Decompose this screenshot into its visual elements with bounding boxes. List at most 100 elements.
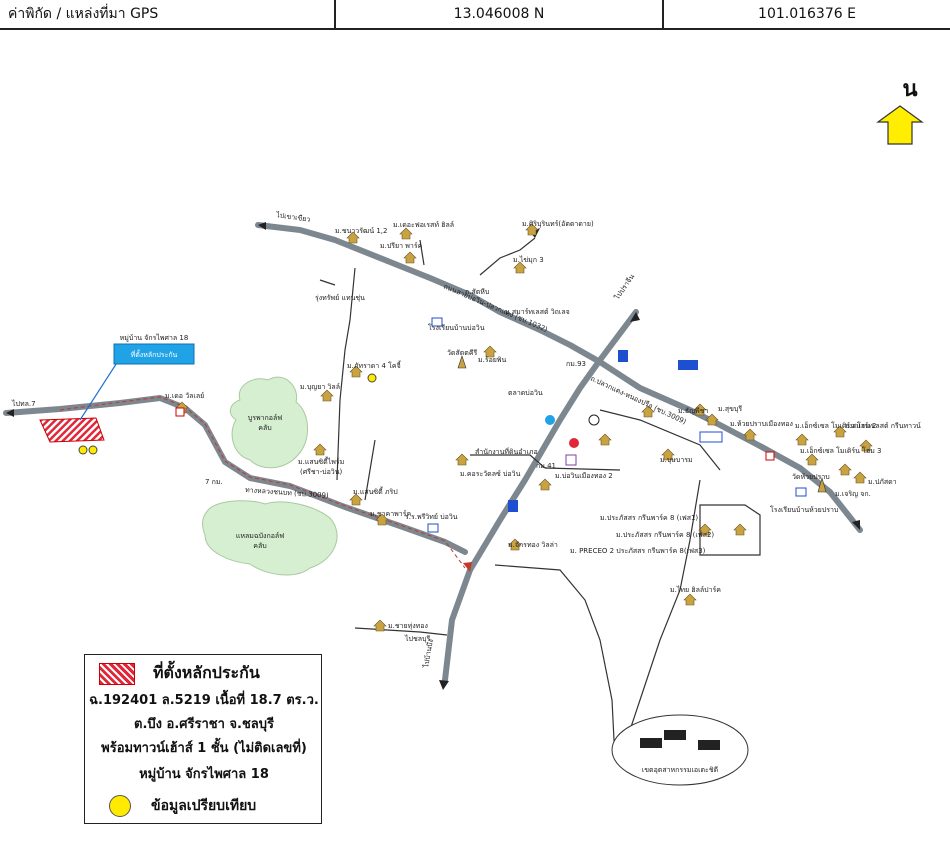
label-chokchai: ม.เดอ วัลเลย์ — [165, 392, 204, 400]
golf-label-1: บูรพากอล์ฟ — [248, 414, 282, 422]
label-sirisak: ม.แสนซิตี้ไพร์ม — [298, 455, 344, 466]
north-label: น — [902, 77, 917, 102]
house-icon — [598, 433, 612, 446]
label-bueng4: ม.ภัทราดา 4 โคจี้ — [347, 359, 402, 370]
label-pratthat8b: ม.ประภัสสร กรีนพาร์ค 8 (เฟส2) — [616, 531, 714, 539]
road-3009 — [3, 395, 468, 555]
gps-label: ค่าพิกัด / แหล่งที่มา GPS — [8, 6, 159, 22]
label-bowin-gold: ม.บ่อวินเมืองทอง 2 — [555, 472, 613, 480]
callout-title: หมู่บ้าน จักรไพศาล 18 — [120, 333, 189, 342]
label-to-hwy7-road: ถ.สัตหีบ — [465, 288, 489, 296]
label-khao-village: ม.เดอะฟอเรสท์ ฮิลล์ — [393, 221, 454, 229]
label-office: สำนักงานที่ดินอำเภอ — [475, 447, 538, 456]
house-icon — [661, 448, 675, 461]
arrow-northwest-icon — [258, 222, 266, 230]
house-icon — [698, 523, 712, 536]
village-icons — [175, 223, 873, 632]
store-icon — [699, 431, 723, 443]
label-dakota: ม.คอระวัดลซ์ บ่อวิน — [460, 470, 521, 478]
house-icon — [805, 453, 819, 466]
label-cherdsak: ม.จักรทอง วิลล่า — [508, 541, 558, 549]
house-icon — [483, 345, 497, 358]
label-km41: กม.41 — [536, 462, 556, 470]
legend-line-2: ต.บึง อ.ศรีราชา จ.ชลบุรี — [134, 717, 274, 732]
route-line — [59, 396, 466, 569]
header-divider — [662, 0, 664, 30]
comparison-dot — [367, 373, 377, 383]
arrow-west-icon — [6, 409, 14, 417]
house-icon — [399, 227, 413, 240]
school-icon — [431, 317, 443, 327]
house-icon — [859, 439, 873, 452]
side-road-10 — [470, 454, 546, 469]
label-boonyo: ม.บุญยา วิลล์ — [300, 383, 340, 391]
comparison-dot — [88, 445, 98, 455]
house-icon — [349, 365, 363, 378]
label-to-road7: ไปทล.7 — [11, 399, 36, 408]
label-to-khaokheow: ไปเขาเขียว — [275, 210, 311, 224]
sign-icon — [678, 360, 698, 370]
house-icon — [838, 463, 852, 476]
house-icon — [373, 619, 387, 632]
house-icon — [743, 428, 757, 441]
label-charn: ม.ชาคาพาร์ค — [370, 510, 411, 518]
latitude-value: 13.046008 N — [453, 6, 545, 22]
subject-property-marker — [39, 417, 105, 443]
road-1032 — [255, 222, 863, 533]
house-icon — [733, 523, 747, 536]
factory-icons — [640, 730, 720, 750]
factory-icon — [698, 740, 720, 750]
label-hw3009: ทางหลวงชนบท (ชบ.3009) — [245, 486, 329, 500]
label-chanchai: ม.ธัญพีชา — [678, 407, 708, 415]
label-ekkachai3: ม.เอ็กซ์เซล โมเดิร์น โฮม 3 — [800, 446, 882, 455]
factory-icon — [664, 730, 686, 740]
subject-swatch-icon — [99, 663, 135, 685]
side-road-2 — [319, 279, 336, 286]
bank-icon — [618, 350, 628, 362]
legend-line-4: หมู่บ้าน จักรไพศาล 18 — [139, 767, 269, 782]
label-to-sirich: ไปชลบุรี — [404, 634, 430, 643]
label-boonyaporn: ม.บุษบารม — [660, 456, 693, 464]
label-pariya: ม.ปรียา พาร์ค — [380, 242, 423, 250]
callout-sub: ที่ตั้งหลักประกัน — [131, 348, 178, 359]
road-arrows — [6, 222, 860, 690]
gas-station-icon — [545, 415, 555, 425]
temple-icon — [817, 476, 827, 493]
label-sukhumvit: ม.สุขบุรี — [718, 405, 742, 413]
school-icon — [795, 487, 807, 497]
side-road-1 — [336, 267, 356, 481]
label-smart: ม.สมาร์ทเลสต์ กรีนทาวน์ — [845, 422, 921, 430]
side-road-9 — [599, 409, 721, 471]
comparison-dot-icon — [109, 795, 131, 817]
label-pratthat8: ม.ประภัสสร กรีนพาร์ค 8 (เฟส1) — [600, 514, 698, 522]
arrow-north-icon — [630, 312, 640, 322]
label-sirisak-sub: (ศรีชา-บ่อวิน) — [300, 468, 343, 476]
label-saensuk: ม.แสนซิตี้ ภริป — [353, 485, 398, 496]
arrow-route-icon — [463, 562, 472, 572]
label-ekkachai: ม.เอ็กซ์เซล โมเดิร์น โฮม 2 — [795, 421, 877, 430]
label-pakdee: ม.ปภัสดา — [868, 478, 897, 486]
house-icon — [525, 223, 539, 236]
golf-course-area-2 — [202, 500, 338, 576]
label-industrial: เขตอุตสาหกรรมเอเตะชิดี — [642, 766, 718, 774]
map-legend: ที่ตั้งหลักประกัน ฉ.192401 ล.5219 เนื้อท… — [84, 654, 322, 824]
house-icon — [320, 389, 334, 402]
factory-icon — [640, 738, 662, 748]
house-icon — [349, 493, 363, 506]
label-rungthip: รุ่งทรัพย์ แทนชุ่น — [315, 294, 365, 302]
label-to-prachin: ไปปราจีน — [612, 272, 637, 302]
label-wat2: วัดห้วยปราบ — [792, 473, 830, 481]
legend-line-3: พร้อมทาวน์เฮ้าส์ 1 ชั้น (ไม่ติดเลขที่) — [101, 741, 307, 756]
arrow-se-icon — [852, 520, 860, 530]
label-chiang: ม.สมาร์ทเลสต์ วิถเลจ — [505, 308, 570, 316]
label-thai-hill: ม.ไทย ฮิลล์ปาร์ค — [670, 585, 721, 594]
legend-comparison: ข้อมูลเปรียบเทียบ — [151, 798, 257, 814]
north-arrow: น — [876, 77, 924, 145]
callout-pointer — [79, 357, 121, 421]
house-icon — [693, 403, 707, 416]
arrow-south-icon — [439, 680, 449, 690]
label-km93: กม.93 — [566, 360, 586, 368]
label-sansuk: ม.ชายทุ่งทอง — [388, 622, 428, 630]
industrial-estate-area — [611, 714, 749, 786]
golf-sub-1: คลับ — [258, 424, 271, 432]
